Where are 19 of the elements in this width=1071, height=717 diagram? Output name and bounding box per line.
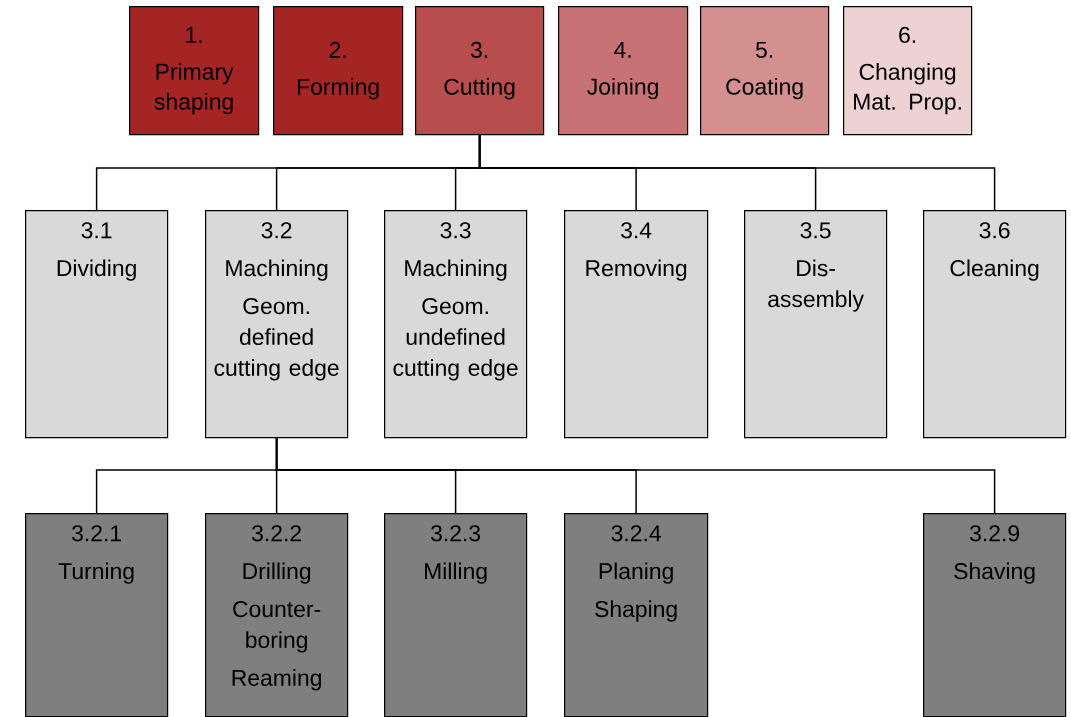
process-box: 3.1 Dividing (25, 210, 169, 439)
process-box: 3.2.9 Shaving (923, 513, 1067, 717)
connector-line (275, 437, 996, 514)
process-box: 3.6 Cleaning (923, 210, 1067, 439)
process-box: 3.3 Machining Geom. undefined cutting edge (384, 210, 528, 439)
process-box: 5. Coating (700, 6, 830, 136)
process-box: 3.2 Machining Geom. defined cutting edge (205, 210, 349, 439)
process-box: 3.2.3 Milling (384, 513, 528, 717)
process-box: 4. Joining (558, 6, 689, 136)
process-box: 3.2.4 Planing Shaping (564, 513, 709, 717)
process-box: 3.2.2 Drilling Counter-boring Reaming (205, 513, 349, 717)
process-box: 3.4 Removing (564, 210, 709, 439)
connector-line (478, 134, 996, 211)
process-box: 6. Changing Mat. Prop. (843, 6, 973, 136)
process-box: 3.5 Dis-assembly (744, 210, 888, 439)
process-box: 3. Cutting (415, 6, 545, 136)
process-box: 1. Primary shaping (129, 6, 260, 136)
process-box: 3.2.1 Turning (25, 513, 169, 717)
process-box: 2. Forming (273, 6, 404, 136)
